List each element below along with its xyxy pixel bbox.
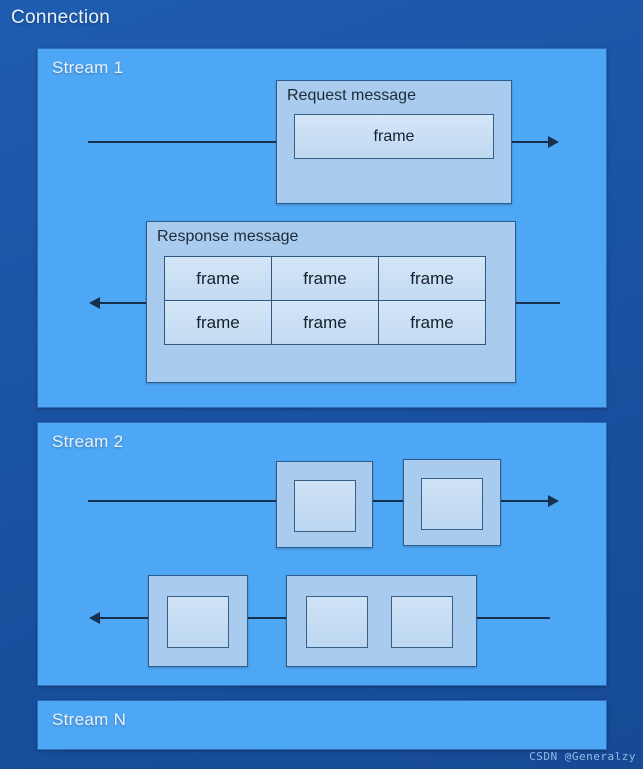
connection-label: Connection [11,7,111,28]
stream2-top-line-a [88,500,276,502]
response-flow-line-right [514,302,560,304]
stream2-bot-arrowhead [89,612,100,624]
request-frame[interactable]: frame [294,114,494,159]
stream-panel-n[interactable]: Stream N [37,700,607,750]
response-flow-line-left [100,302,146,304]
stream2-bot-group-2-frame-2[interactable] [391,596,453,648]
stream2-bot-group-1[interactable] [148,575,248,667]
response-frame-r1c2[interactable]: frame [271,256,379,301]
stream2-top-group-2-frame-1[interactable] [421,478,483,530]
stream2-top-group-1[interactable] [276,461,373,548]
request-flow-line-left [88,141,276,143]
response-frame-r1c3[interactable]: frame [378,256,486,301]
stream2-top-group-1-frame-1[interactable] [294,480,356,532]
stream-n-label: Stream N [52,710,127,729]
watermark: CSDN @Generalzy [529,750,636,763]
stream-panel-2[interactable]: Stream 2 [37,422,607,686]
response-frame-r1c1[interactable]: frame [164,256,272,301]
stream-panel-1[interactable]: Stream 1 Request message frame Response … [37,48,607,408]
stream2-bot-group-1-frame-1[interactable] [167,596,229,648]
stream2-top-group-2[interactable] [403,459,501,546]
response-frame-r2c2[interactable]: frame [271,300,379,345]
response-frame-r2c1[interactable]: frame [164,300,272,345]
response-message-title: Response message [157,228,299,245]
stream-1-label: Stream 1 [52,58,124,77]
stream2-top-line-c [499,500,550,502]
stream2-bot-line-b [246,617,286,619]
response-flow-arrowhead [89,297,100,309]
request-flow-arrowhead [548,136,559,148]
stream-2-label: Stream 2 [52,432,124,451]
stream2-top-line-b [371,500,403,502]
stream2-top-arrowhead [548,495,559,507]
stream2-bot-group-2[interactable] [286,575,477,667]
request-message-box[interactable]: Request message frame [276,80,512,204]
response-message-box[interactable]: Response message frame frame frame frame… [146,221,516,383]
response-frame-r2c3[interactable]: frame [378,300,486,345]
request-message-title: Request message [287,87,416,104]
stream2-bot-group-2-frame-1[interactable] [306,596,368,648]
request-flow-line-right [510,141,550,143]
stream2-bot-line-c [475,617,550,619]
stream2-bot-line-a [100,617,148,619]
